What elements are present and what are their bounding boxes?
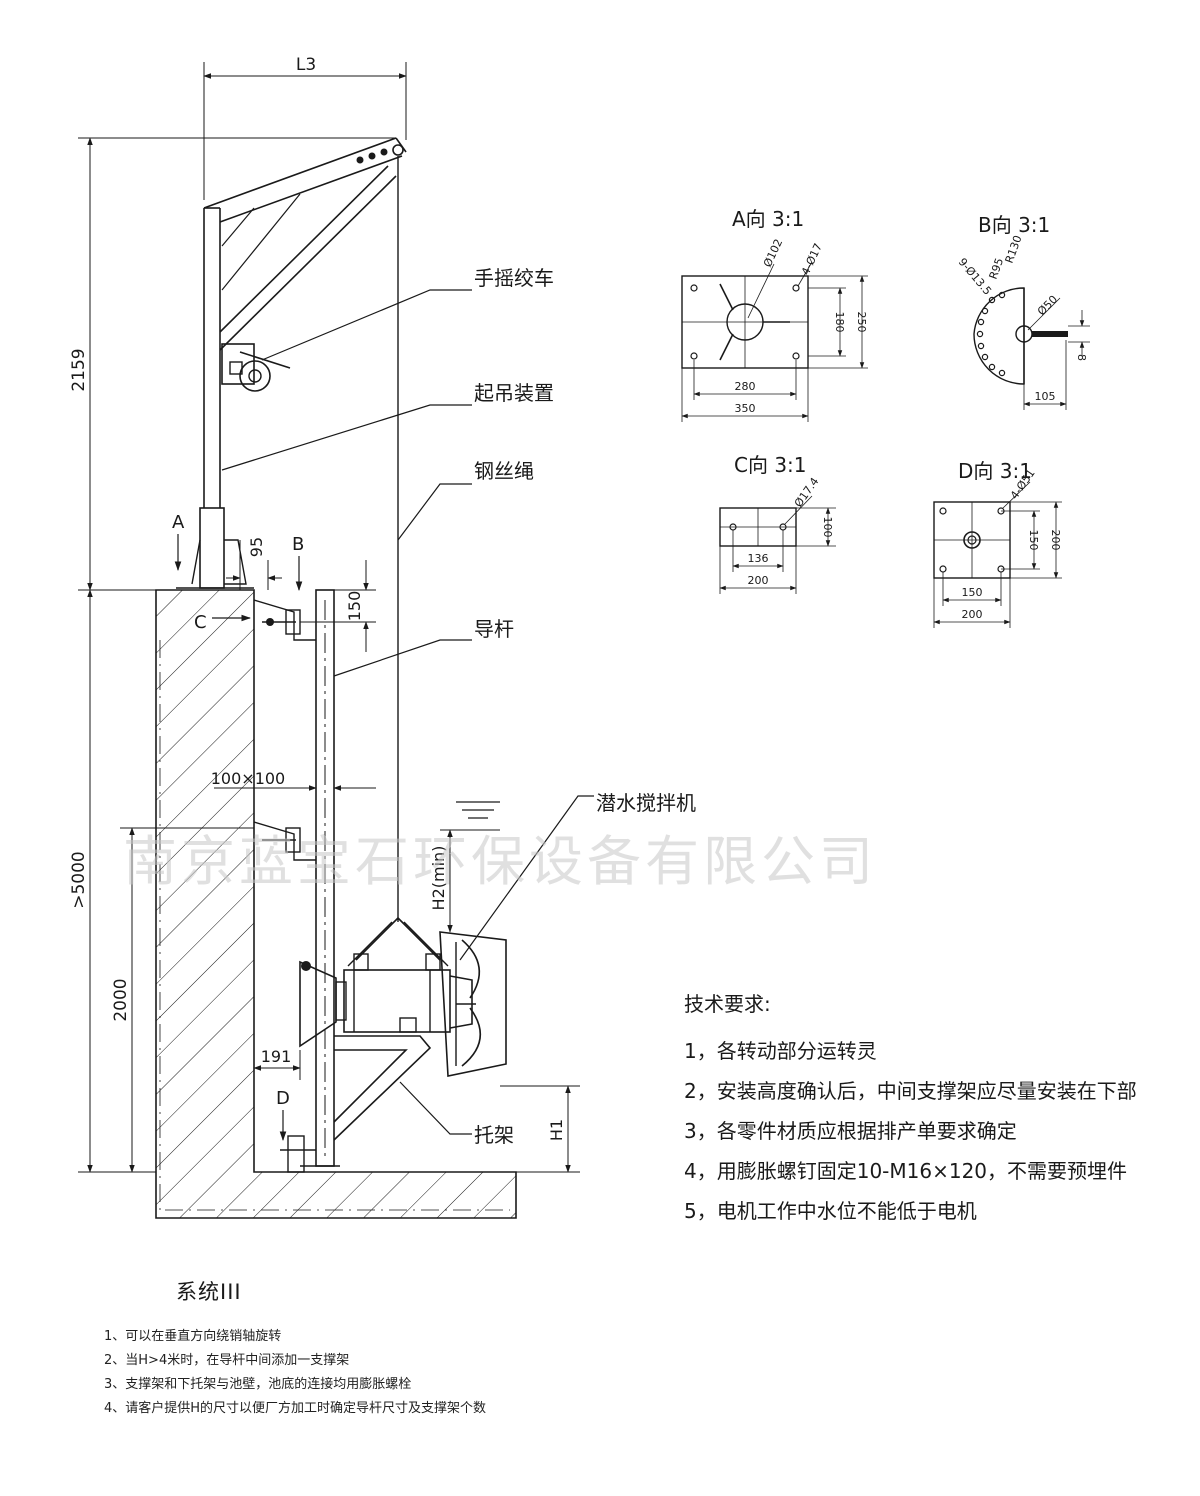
tech-item: 5，电机工作中水位不能低于电机 <box>684 1199 977 1223</box>
view-c-136: 136 <box>748 552 769 565</box>
note-item: 4、请客户提供H的尺寸以便厂方加工时确定导杆尺寸及支撑架个数 <box>104 1401 487 1416</box>
note-item: 2、当H>4米时，在导杆中间添加一支撑架 <box>104 1353 350 1368</box>
view-a-holes: 4-Ø17 <box>799 241 825 277</box>
view-markers: A B C D <box>172 512 304 1141</box>
label-winch: 手摇绞车 <box>474 266 554 290</box>
pool-wall <box>155 589 517 1219</box>
main-dimensions: L3 2159 >5000 2000 95 150 100×100 191 <box>69 55 580 1173</box>
dim-h1: H1 <box>547 1119 566 1141</box>
dim-95: 95 <box>247 537 266 557</box>
view-d-200v: 200 <box>1049 530 1062 551</box>
view-marker-b: B <box>292 534 304 555</box>
tech-requirements: 技术要求: 1，各转动部分运转灵 2，安装高度确认后，中间支撑架应尽量安装在下部… <box>684 988 1164 1231</box>
view-marker-c: C <box>194 612 207 633</box>
label-hoist: 起吊装置 <box>474 381 554 405</box>
view-d-200h: 200 <box>962 608 983 621</box>
view-a-350: 350 <box>735 402 756 415</box>
system-title: 系统III <box>176 1280 242 1304</box>
watermark: 南京蓝宝石环保设备有限公司 <box>123 830 877 893</box>
dim-150: 150 <box>345 591 364 622</box>
view-a-d102: Ø102 <box>761 237 785 269</box>
note-item: 1、可以在垂直方向绕销轴旋转 <box>104 1329 282 1344</box>
view-d-title: D向 3:1 <box>958 459 1032 483</box>
view-b-title: B向 3:1 <box>978 213 1050 237</box>
view-b: B向 3:1 8 105 9-Ø13.5 R95 R130 Ø50 <box>956 213 1090 410</box>
view-d-150v: 150 <box>1027 530 1040 551</box>
view-a-250: 250 <box>855 312 868 333</box>
notes-list: 1、可以在垂直方向绕销轴旋转 2、当H>4米时，在导杆中间添加一支撑架 3、支撑… <box>104 1325 486 1421</box>
water-level-symbol <box>456 801 500 819</box>
view-c-title: C向 3:1 <box>734 453 807 477</box>
dim-h2: H2(min) <box>429 846 448 911</box>
view-d-150h: 150 <box>962 586 983 599</box>
view-c: C向 3:1 Ø17.4 100 136 200 <box>719 453 836 594</box>
view-c-100: 100 <box>821 517 834 538</box>
view-b-8: 8 <box>1075 354 1088 361</box>
view-b-105: 105 <box>1035 390 1056 403</box>
view-a-title: A向 3:1 <box>732 207 804 231</box>
dim-191: 191 <box>261 1047 292 1066</box>
tech-item: 1，各转动部分运转灵 <box>684 1039 877 1063</box>
view-a-180: 180 <box>833 312 846 333</box>
view-b-d50: Ø50 <box>1035 293 1060 318</box>
view-c-200: 200 <box>748 574 769 587</box>
submersible-mixer <box>299 917 507 1167</box>
view-a-280: 280 <box>735 380 756 393</box>
view-marker-d: D <box>276 1088 290 1109</box>
dim-2159: 2159 <box>69 348 89 391</box>
callouts: 手摇绞车 起吊装置 钢丝绳 导杆 潜水搅拌机 托架 <box>221 266 696 1147</box>
dim-l3: L3 <box>296 55 316 75</box>
tech-title: 技术要求: <box>684 992 771 1016</box>
view-d: D向 3:1 4-Ø51 150 200 150 200 <box>933 459 1062 628</box>
view-a: A向 3:1 Ø102 4-Ø17 280 350 180 250 <box>681 207 868 422</box>
label-bracket: 托架 <box>474 1123 514 1147</box>
label-guide-rod: 导杆 <box>474 617 514 641</box>
label-mixer: 潜水搅拌机 <box>596 791 696 815</box>
dim-5000: >5000 <box>69 851 89 909</box>
note-item: 3、支撑架和下托架与池壁，池底的连接均用膨胀螺栓 <box>104 1377 412 1392</box>
hoist-crane <box>176 137 407 589</box>
view-b-r130: R130 <box>1003 234 1025 265</box>
dim-2000: 2000 <box>111 978 131 1021</box>
view-c-hole: Ø17.4 <box>792 475 822 510</box>
label-rope: 钢丝绳 <box>474 459 534 483</box>
view-marker-a: A <box>172 512 185 533</box>
tech-item: 3，各零件材质应根据排产单要求确定 <box>684 1119 1017 1143</box>
tech-item: 4，用膨胀螺钉固定10-M16×120，不需要预埋件 <box>684 1159 1128 1183</box>
tech-item: 2，安装高度确认后，中间支撑架应尽量安装在下部 <box>684 1079 1137 1103</box>
dim-100x100: 100×100 <box>211 769 285 788</box>
